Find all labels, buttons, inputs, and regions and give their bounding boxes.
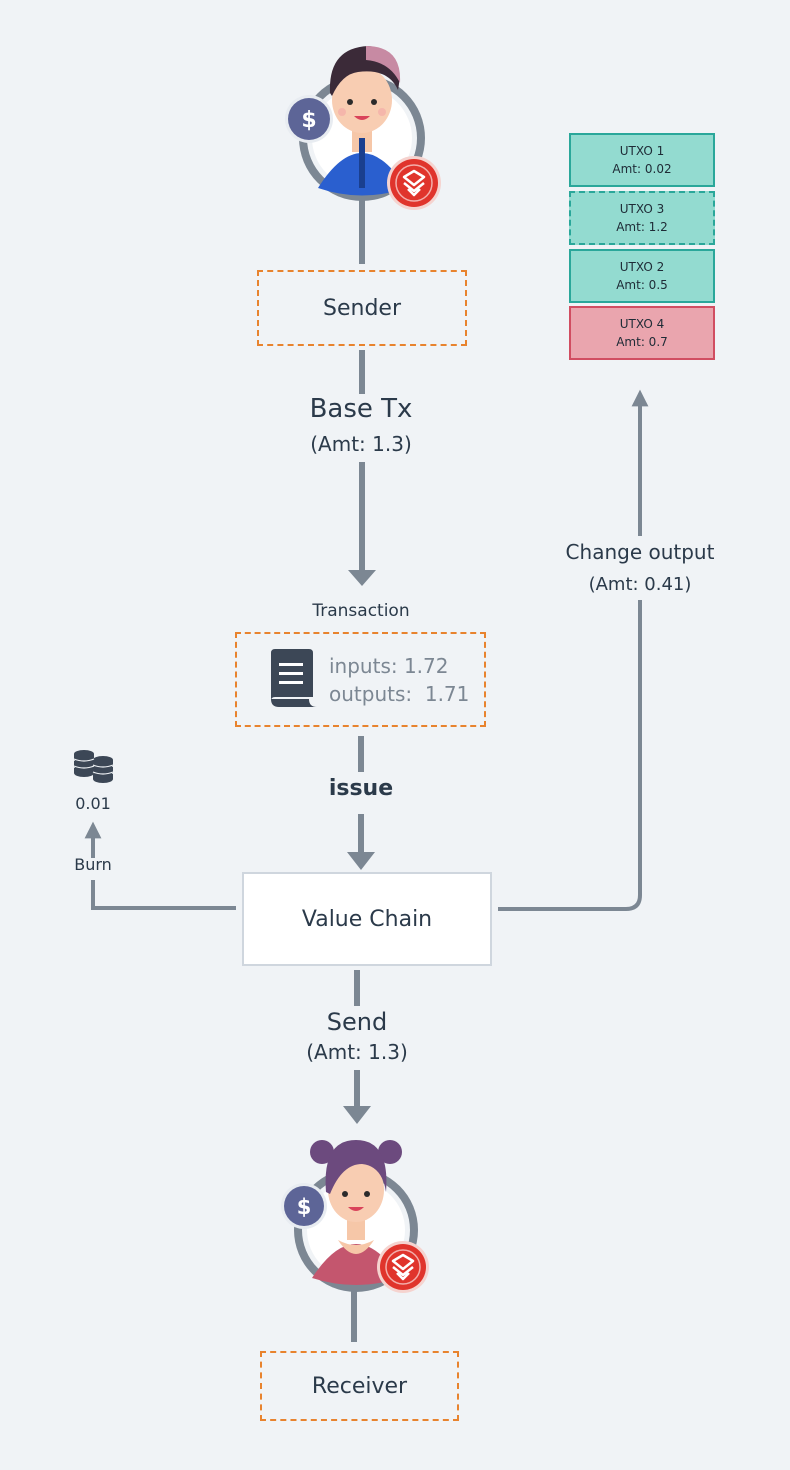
burn-label: Burn xyxy=(74,855,112,874)
svg-text:$: $ xyxy=(297,1195,312,1219)
utxo-card: UTXO 2 Amt: 0.5 xyxy=(569,249,715,303)
transaction-box: inputs: 1.72 outputs: 1.71 xyxy=(235,632,486,727)
change-output-label: Change output xyxy=(548,540,732,564)
dollar-coin-icon: $ xyxy=(285,95,333,143)
arrowhead-issue xyxy=(347,852,375,870)
arrowhead-send xyxy=(343,1106,371,1124)
receiver-box: Receiver xyxy=(260,1351,459,1421)
utxo-name: UTXO 3 xyxy=(619,202,665,216)
arrowhead-basetx xyxy=(348,570,376,586)
sender-box: Sender xyxy=(257,270,467,346)
send-label: Send xyxy=(326,1008,388,1036)
issue-label: issue xyxy=(328,776,394,801)
utxo-name: UTXO 4 xyxy=(619,317,665,331)
base-tx-amount: (Amt: 1.3) xyxy=(310,432,412,456)
base-tx-label-text: Base Tx xyxy=(307,394,415,424)
utxo-amount: Amt: 0.5 xyxy=(616,278,668,292)
value-chain-label: Value Chain xyxy=(301,906,433,932)
receiver-label: Receiver xyxy=(311,1373,408,1399)
token-coin-icon xyxy=(377,1241,429,1293)
base-tx-label: Base Tx xyxy=(300,394,422,424)
change-output-amount: (Amt: 0.41) xyxy=(588,574,692,595)
utxo-name: UTXO 2 xyxy=(619,260,665,274)
sender-label: Sender xyxy=(323,295,401,321)
utxo-amount: Amt: 0.7 xyxy=(616,335,668,349)
transaction-title: Transaction xyxy=(312,601,410,621)
utxo-card: UTXO 1 Amt: 0.02 xyxy=(569,133,715,187)
send-amount: (Amt: 1.3) xyxy=(306,1040,408,1064)
token-coin-icon xyxy=(387,156,441,210)
coin-stack-icon xyxy=(73,750,114,783)
change-output-label-text: Change output xyxy=(563,540,717,564)
utxo-card: UTXO 4 Amt: 0.7 xyxy=(569,306,715,360)
utxo-name: UTXO 1 xyxy=(619,144,665,158)
burn-path-line xyxy=(91,880,236,910)
utxo-amount: Amt: 1.2 xyxy=(616,220,668,234)
svg-text:$: $ xyxy=(301,108,316,133)
burn-amount: 0.01 xyxy=(75,794,111,813)
dollar-coin-icon: $ xyxy=(281,1183,327,1229)
utxo-amount: Amt: 0.02 xyxy=(612,162,672,176)
utxo-card: UTXO 3 Amt: 1.2 xyxy=(569,191,715,245)
transaction-outputs: outputs: 1.71 xyxy=(329,681,470,706)
transaction-inputs: inputs: 1.72 xyxy=(329,653,449,678)
value-chain-box: Value Chain xyxy=(242,872,492,966)
document-icon xyxy=(271,648,317,707)
change-output-path-line xyxy=(498,600,642,911)
transaction-values: inputs: 1.72 outputs: 1.71 xyxy=(329,654,469,706)
